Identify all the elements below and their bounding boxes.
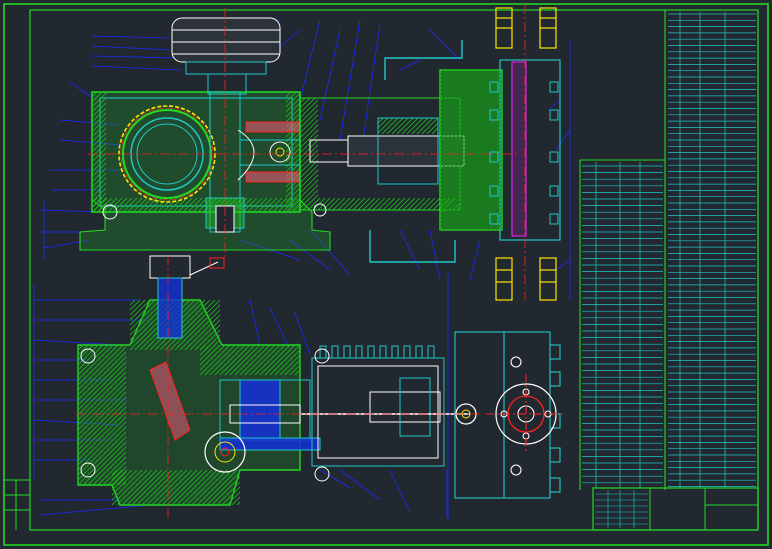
valve-bolts-top (495, 7, 557, 49)
lower-assembly-view (76, 203, 480, 520)
leader-line (339, 19, 361, 141)
cooling-fin (367, 345, 375, 359)
leader-line (339, 469, 381, 501)
cooling-fin (391, 345, 399, 359)
drive-gear (204, 431, 246, 473)
leader-line (294, 311, 311, 356)
upper-assembly-view (79, 4, 561, 301)
leader-line (59, 139, 123, 146)
side-valve-view (454, 331, 566, 499)
cooling-fin (415, 345, 423, 359)
leader-line (33, 339, 121, 346)
leader-line (389, 469, 411, 513)
valve-bolts-bottom (495, 257, 557, 301)
title-block (592, 487, 759, 531)
leader-line (555, 259, 571, 271)
section-hatch (92, 92, 106, 212)
head-nut (489, 151, 499, 163)
head-nut (489, 185, 499, 197)
head-nut (549, 213, 559, 225)
head-nut (489, 81, 499, 93)
leader-line (43, 239, 91, 249)
parts-list-panel (579, 10, 759, 490)
section-hatch (440, 70, 502, 230)
leader-lines (33, 19, 571, 520)
head-nut (549, 185, 559, 197)
leader-line (91, 45, 171, 51)
leader-line (555, 129, 571, 151)
leader-line (269, 307, 291, 351)
section-hatch (78, 345, 126, 485)
section-hatch (286, 92, 300, 212)
leader-line (399, 59, 421, 71)
leader-line (319, 29, 341, 121)
leader-line (429, 29, 461, 61)
leader-line (59, 119, 121, 126)
leader-line (39, 209, 101, 213)
cooling-fin (379, 345, 387, 359)
leader-line (91, 65, 181, 71)
section-hatch (112, 470, 240, 505)
leader-line (469, 239, 481, 281)
section-hatch (378, 118, 438, 134)
leader-line (319, 469, 351, 489)
head-nut (489, 213, 499, 225)
leader-line (39, 504, 151, 516)
cooling-fin (427, 345, 435, 359)
leader-line (547, 99, 561, 111)
finned-cylinder (311, 357, 445, 467)
leader-line (429, 229, 441, 281)
cooling-fin (343, 345, 351, 359)
crosshead (219, 379, 321, 451)
leader-line (299, 19, 321, 101)
leader-line (249, 299, 261, 346)
leader-line (289, 239, 331, 271)
cooling-fin (319, 345, 327, 359)
cooling-fin (331, 345, 339, 359)
leader-line (399, 229, 421, 271)
head-nut (549, 81, 559, 93)
leader-line (91, 35, 171, 39)
leader-line (91, 55, 177, 59)
leader-line (33, 419, 121, 426)
head-nut (549, 151, 559, 163)
cooling-fin (355, 345, 363, 359)
bypass-pipe (369, 230, 456, 263)
section-hatch (200, 345, 300, 375)
leader-line (309, 229, 351, 276)
head-nut (489, 109, 499, 121)
head-nut (549, 109, 559, 121)
cooling-fin (403, 345, 411, 359)
motor-cap (171, 17, 281, 95)
